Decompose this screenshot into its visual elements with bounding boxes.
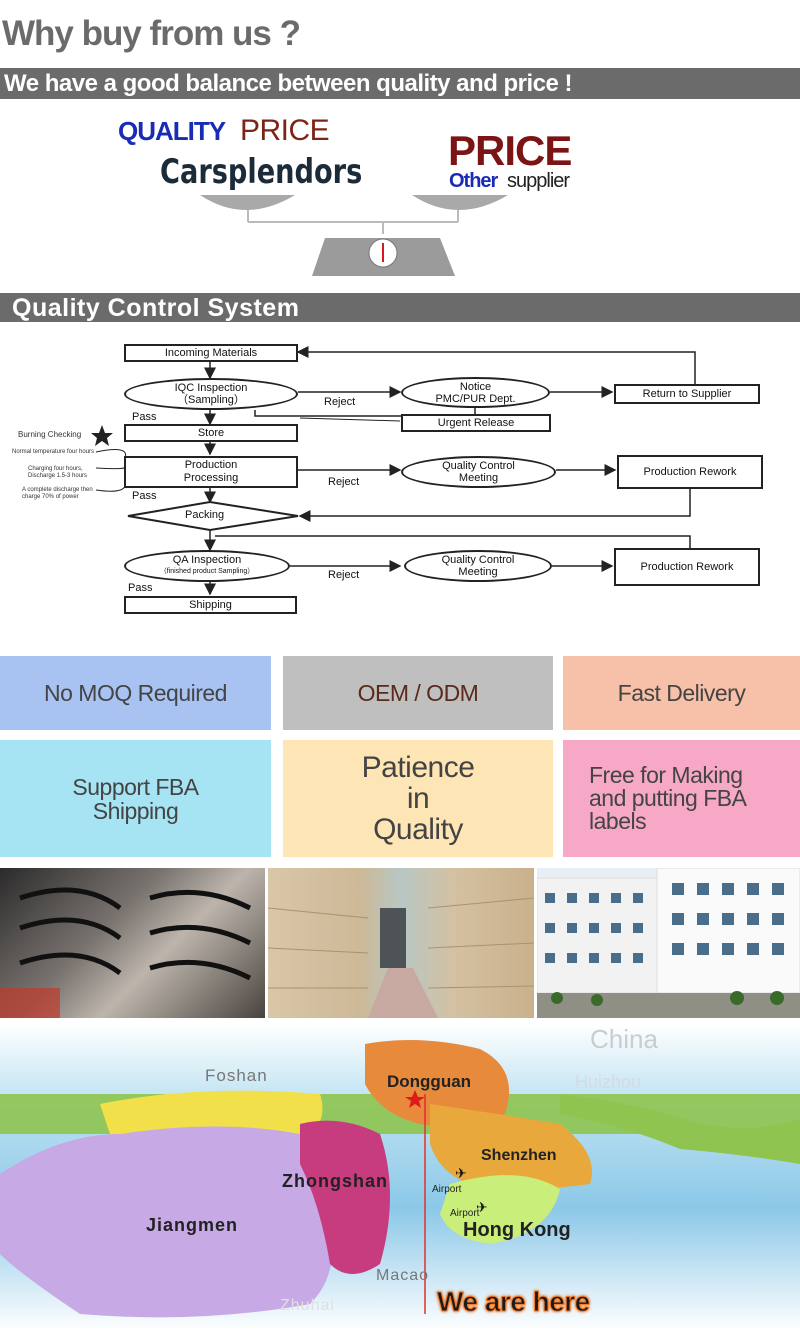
- hong-kong-label: Hong Kong: [463, 1219, 571, 1241]
- production-rework-box-2: Production Rework: [614, 548, 760, 586]
- qcm1-line2: Meeting: [458, 472, 499, 484]
- tile-free-labels-line1: Free for Making: [589, 762, 743, 788]
- tile-patience-line2: in: [406, 782, 430, 815]
- qc-meeting-oval-2: Quality Control Meeting: [404, 550, 552, 582]
- iqc-line1: IQC Inspection: [174, 382, 248, 394]
- product-display-photo: [0, 868, 265, 1018]
- packing-diamond: [127, 500, 299, 532]
- note-charging: Charging four hours, Discharge 1.5-3 hou…: [28, 466, 88, 479]
- zhuhai-label: Zhuhai: [280, 1297, 335, 1314]
- right-price-label: PRICE: [448, 127, 572, 174]
- star-icon: [91, 425, 113, 446]
- visor-rack-image: [0, 887, 252, 1018]
- tile-oem-odm: OEM / ODM: [283, 656, 553, 730]
- warehouse-photo: [268, 868, 534, 1018]
- tile-support-fba-line1: Support FBA: [72, 773, 199, 800]
- reject-label-3: Reject: [328, 569, 360, 581]
- airport-label-1: Airport: [432, 1184, 462, 1195]
- huizhou-label: Huizhou: [575, 1072, 642, 1092]
- tile-support-fba: Support FBA Shipping: [0, 740, 271, 857]
- note-temperature: Normal temperature four hours: [12, 449, 95, 455]
- tile-fast-delivery: Fast Delivery: [563, 656, 800, 730]
- boxes-image: [268, 897, 534, 1018]
- flowchart-connectors: [91, 346, 696, 596]
- left-price-label: PRICE: [240, 114, 330, 147]
- qa-line1: QA Inspection: [172, 554, 242, 566]
- tile-patience: Patience in Quality: [283, 740, 553, 857]
- note-discharge: A complete discharge then charge 70% of …: [22, 487, 93, 500]
- supplier-label: supplier: [507, 170, 570, 192]
- pass-label-3: Pass: [128, 582, 153, 594]
- tile-free-labels-line3: labels: [589, 808, 647, 834]
- airplane-icon-2: ✈: [476, 1199, 488, 1215]
- tile-no-moq: No MOQ Required: [0, 656, 271, 730]
- qcm2-line1: Quality Control: [441, 554, 515, 566]
- store-box: Store: [124, 424, 298, 442]
- pass-label-2: Pass: [132, 490, 157, 502]
- qcm1-line1: Quality Control: [442, 460, 515, 472]
- notice-oval: Notice PMC/PUR Dept.: [401, 377, 550, 408]
- qc-heading: Quality Control System: [0, 293, 800, 322]
- tile-patience-line1: Patience: [361, 751, 475, 784]
- reject-label-2: Reject: [328, 476, 360, 488]
- notice-line2: PMC/PUR Dept.: [435, 392, 516, 405]
- airplane-icon-1: ✈: [455, 1165, 467, 1181]
- macao-label: Macao: [376, 1267, 430, 1284]
- jiangmen-label: Jiangmen: [146, 1215, 239, 1235]
- shipping-box: Shipping: [124, 596, 297, 614]
- other-label: Other: [449, 170, 498, 192]
- zhongshan-label: Zhongshan: [282, 1171, 388, 1191]
- qa-line2: （finished product Sampling）: [159, 568, 255, 575]
- incoming-materials-box: Incoming Materials: [124, 344, 298, 362]
- subtitle-bar: We have a good balance between quality a…: [0, 68, 800, 99]
- foshan-label: Foshan: [205, 1066, 268, 1085]
- qa-inspection-oval: QA Inspection （finished product Sampling…: [124, 550, 290, 582]
- factory-photo: [537, 868, 800, 1018]
- china-label: China: [590, 1024, 658, 1054]
- packing-label: Packing: [185, 509, 225, 521]
- page-title: Why buy from us ?: [2, 14, 301, 53]
- production-rework-box-1: Production Rework: [617, 455, 763, 489]
- prod-line1: Production: [184, 459, 238, 471]
- brand-logo: Carsplendors: [160, 152, 363, 192]
- factory-building-image: [537, 868, 800, 1018]
- shenzhen-label: Shenzhen: [481, 1147, 557, 1164]
- qcm2-line2: Meeting: [458, 566, 498, 578]
- we-are-here-label: We are here: [437, 1286, 591, 1318]
- tile-patience-line3: Quality: [373, 813, 463, 846]
- map-image: ✈ ✈: [0, 1024, 800, 1331]
- star-location-icon: [405, 1090, 425, 1108]
- burning-checking-label: Burning Checking: [18, 430, 82, 439]
- pass-label-1: Pass: [132, 411, 157, 423]
- return-to-supplier-box: Return to Supplier: [614, 384, 760, 404]
- dongguan-label: Dongguan: [387, 1072, 472, 1091]
- notice-line1: Notice: [459, 380, 492, 393]
- tile-free-labels-line2: and putting FBA: [589, 785, 747, 811]
- reject-label-1: Reject: [324, 396, 356, 408]
- location-map: ✈ ✈ China Huizhou Foshan Dongguan Shenzh…: [0, 1024, 800, 1331]
- qc-meeting-oval-1: Quality Control Meeting: [401, 456, 556, 488]
- production-processing-box: Production Processing: [124, 456, 298, 488]
- scale-icon: [200, 195, 508, 276]
- quality-label: QUALITY: [118, 116, 226, 146]
- iqc-inspection-oval: IQC Inspection （Sampling）: [124, 378, 298, 410]
- prod-line2: Processing: [183, 472, 239, 484]
- airport-label-2: Airport: [450, 1208, 480, 1219]
- iqc-line2: （Sampling）: [177, 394, 245, 406]
- tile-free-labels: Free for Making and putting FBA labels: [563, 740, 800, 857]
- urgent-release-box: Urgent Release: [401, 414, 551, 432]
- tile-support-fba-line2: Shipping: [92, 797, 179, 824]
